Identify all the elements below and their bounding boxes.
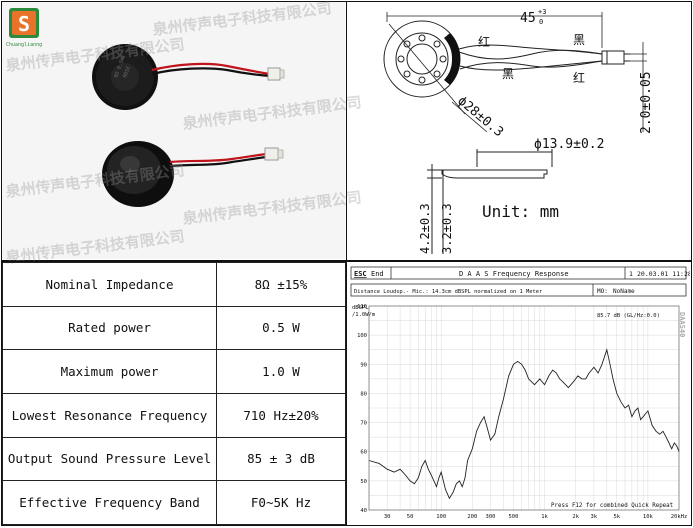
spec-table-panel: Nominal Impedance 8Ω ±15% Rated power 0.… [1,261,347,526]
table-row: Output Sound Pressure Level 85 ± 3 dB [2,436,346,482]
end-label: End [371,270,384,278]
spec-key: Maximum power [2,349,217,394]
spec-table: Nominal Impedance 8Ω ±15% Rated power 0.… [2,262,346,525]
speaker-back-image [102,141,284,207]
dim-connector-pitch: 2.0±0.05 [639,71,654,134]
chart-index: 1 [629,270,633,278]
x-tick-label: 500 [508,514,518,520]
table-row: Lowest Resonance Frequency 710 Hz±20% [2,392,346,438]
spec-key: Output Sound Pressure Level [2,436,217,482]
technical-drawing: 45 +3 0 红 黑 黑 红 ϕ28±0.3 2.0±0.05 ϕ13.9±0… [383,8,654,254]
table-row: Effective Frequency Band F0~5K Hz [2,480,346,525]
y-axis-unit: dBSPL [352,305,369,311]
x-tick-label: 3k [591,514,598,520]
company-logo: S Chuanglianng [6,8,42,48]
unit-label: Unit: mm [482,202,559,221]
x-tick-label: 300 [486,514,496,520]
dim-height-total: 4.2±0.3 [418,203,432,254]
wire-red-label: 红 [478,34,490,49]
dim-length: 45 [520,11,536,26]
y-tick-label: 50 [360,479,367,485]
table-row: Rated power 0.5 W [2,305,346,351]
spec-value: 1.0 W [216,349,346,394]
x-tick-label: 100 [436,514,446,520]
spec-value: 8Ω ±15% [216,262,346,307]
y-tick-label: 110 [357,304,367,310]
y-tick-label: 70 [360,421,367,427]
chart-grid [368,305,680,511]
x-tick-label: 200 [467,514,477,520]
spec-key: Nominal Impedance [2,262,217,307]
x-tick-label: 50 [407,514,414,520]
x-tick-label: 2k [572,514,579,520]
side-logo-text: DAAS40 [678,312,686,337]
wire-black-label: 黑 [573,33,585,47]
y-tick-label: 90 [360,362,367,368]
spec-value: F0~5K Hz [216,480,346,525]
chart-title: D A A S Frequency Response [459,270,569,278]
speaker-marking-2: RDSE [122,65,132,78]
x-tick-label: 1k [541,514,548,520]
esc-button[interactable]: ESC [354,270,367,278]
spec-value: 0.5 W [216,305,346,351]
speaker-front-image: 8Ω 0.5W RDSE [92,44,285,110]
y-tick-label: 40 [360,508,367,514]
dim-height-body: 3.2±0.3 [440,203,454,254]
table-row: Nominal Impedance 8Ω ±15% [2,262,346,307]
response-curve [368,347,680,500]
y-tick-label: 60 [360,450,367,456]
x-tick-label: 10k [643,514,654,520]
plot-frame [368,305,680,511]
dim-diameter: ϕ28±0.3 [454,94,506,141]
dim-inner-diameter: ϕ13.9±0.2 [534,137,604,152]
x-tick-label: 20kHz [671,514,688,520]
table-row: Maximum power 1.0 W [2,349,346,394]
dimension-drawing-panel: 45 +3 0 红 黑 黑 红 ϕ28±0.3 2.0±0.05 ϕ13.9±0… [346,1,692,261]
model-value: NoName [613,288,635,295]
frequency-response-chart: ESC End D A A S Frequency Response 1 20.… [347,262,692,524]
measurement-info: Distance Loudsp.- Mic.: 14.3cm dBSPL nor… [354,289,543,295]
x-tick-label: 30 [384,514,391,520]
speaker-photo: S Chuanglianng 8Ω 0.5W RDSE [2,2,345,259]
spec-value: 710 Hz±20% [216,392,346,438]
y-tick-label: 80 [360,391,367,397]
logo-letter: S [18,12,30,36]
dim-length-tol-lower: 0 [539,18,543,26]
y-axis-unit-2: /1.0W/m [352,312,376,318]
product-photo-panel: S Chuanglianng 8Ω 0.5W RDSE 泉州传声电子科技有限公司… [1,0,363,267]
frequency-response-panel: ESC End D A A S Frequency Response 1 20.… [346,261,692,526]
chart-timestamp: 20.03.01 11:28 [637,270,690,278]
x-tick-label: 5k [613,514,620,520]
model-label: MO: [597,288,608,295]
cursor-readout: 85.7 dB (GL/Hz:0.0) [597,313,660,319]
spec-key: Effective Frequency Band [2,480,217,525]
wire-red-label-2: 红 [573,70,585,85]
footer-hint: Press F12 for combined Quick Repeat [551,503,673,509]
x-axis: 30 50 100 200 300 500 1k 2k 3k 5k 10k 20kHz [384,514,687,520]
spec-key: Rated power [2,305,217,351]
logo-caption: Chuanglianng [6,42,42,48]
dim-length-tol-upper: +3 [538,8,546,16]
y-tick-label: 100 [357,333,367,339]
y-axis: 40 50 60 70 80 90 100 110 [357,304,367,514]
spec-key: Lowest Resonance Frequency [2,392,217,438]
wire-black-label-2: 黑 [502,67,514,81]
spec-value: 85 ± 3 dB [216,436,346,482]
